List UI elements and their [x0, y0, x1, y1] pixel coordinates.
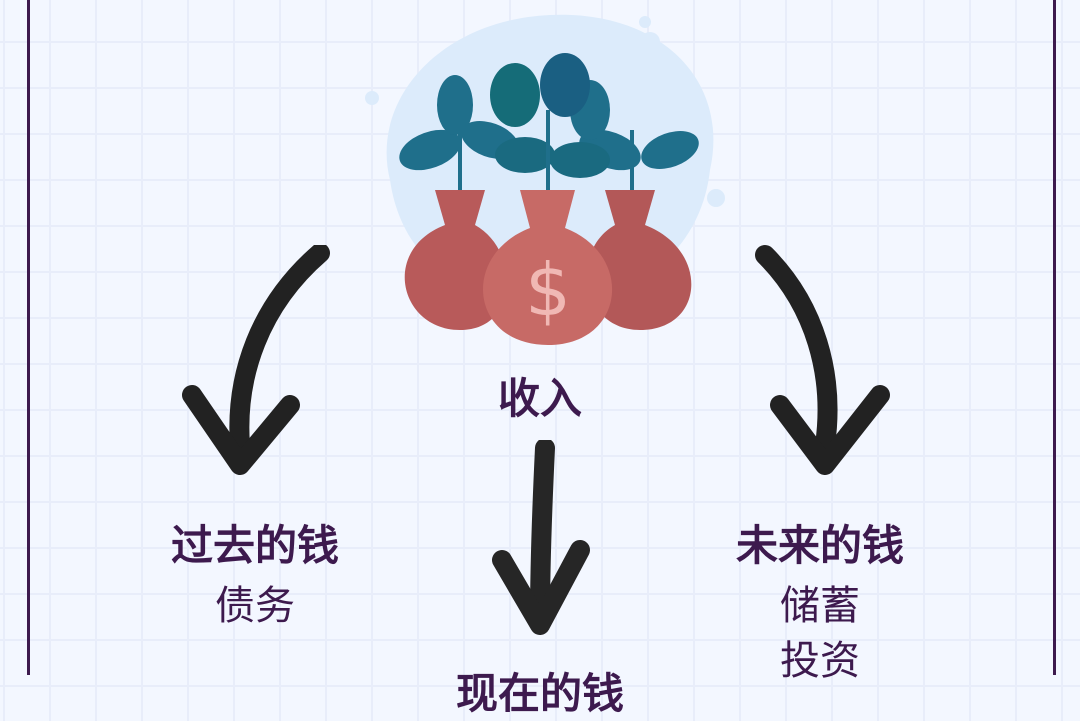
arrow-left-icon: [182, 245, 330, 475]
money-bags-illustration: $: [365, 14, 725, 345]
right-title: 未来的钱: [735, 521, 904, 570]
bottom-title: 现在的钱: [455, 669, 624, 718]
left-title: 过去的钱: [170, 521, 339, 570]
right-border-line: [1053, 0, 1056, 675]
center-title: 收入: [497, 374, 582, 423]
arrow-right-icon: [755, 245, 890, 475]
left-item: 债务: [215, 583, 295, 629]
right-item: 储蓄: [780, 583, 860, 629]
right-item: 投资: [780, 638, 860, 684]
svg-text:$: $: [525, 248, 571, 332]
arrow-down-icon: [492, 440, 590, 635]
left-border-line: [27, 0, 30, 675]
